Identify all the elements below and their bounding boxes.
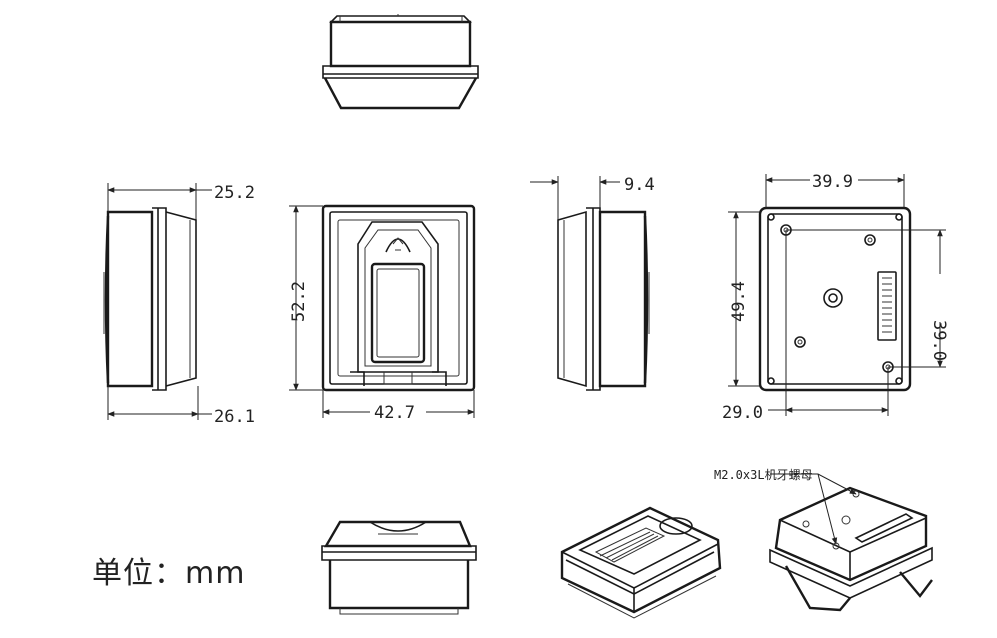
dim-42-7-label: 42.7 (374, 403, 415, 423)
dim-26-1-label: 26.1 (214, 407, 255, 427)
dim-42-7-bg (370, 401, 426, 421)
top-view (322, 14, 479, 110)
dim-29-0-label: 29.0 (722, 403, 763, 423)
isometric-view-back (769, 473, 933, 612)
dim-52-2-label: 52.2 (289, 281, 309, 322)
dim-25-2-label: 25.2 (214, 183, 255, 203)
isometric-view-front (560, 506, 722, 619)
left-side-view (103, 183, 212, 420)
dim-49-4-label: 49.4 (729, 281, 749, 322)
callout-nut-label: M2.0x3L机牙螺母 (714, 468, 813, 482)
dim-39-0-bg (929, 274, 951, 322)
dim-39-9-bg (810, 170, 858, 190)
front-view (289, 204, 476, 418)
dim-39-0-label: 39.0 (929, 320, 949, 361)
bottom-view (321, 520, 477, 615)
dim-9-4-label: 9.4 (624, 175, 655, 195)
back-view (728, 174, 946, 416)
right-side-view (530, 176, 650, 391)
dim-39-9-label: 39.9 (812, 172, 853, 192)
unit-label: 单位：mm (92, 556, 246, 591)
